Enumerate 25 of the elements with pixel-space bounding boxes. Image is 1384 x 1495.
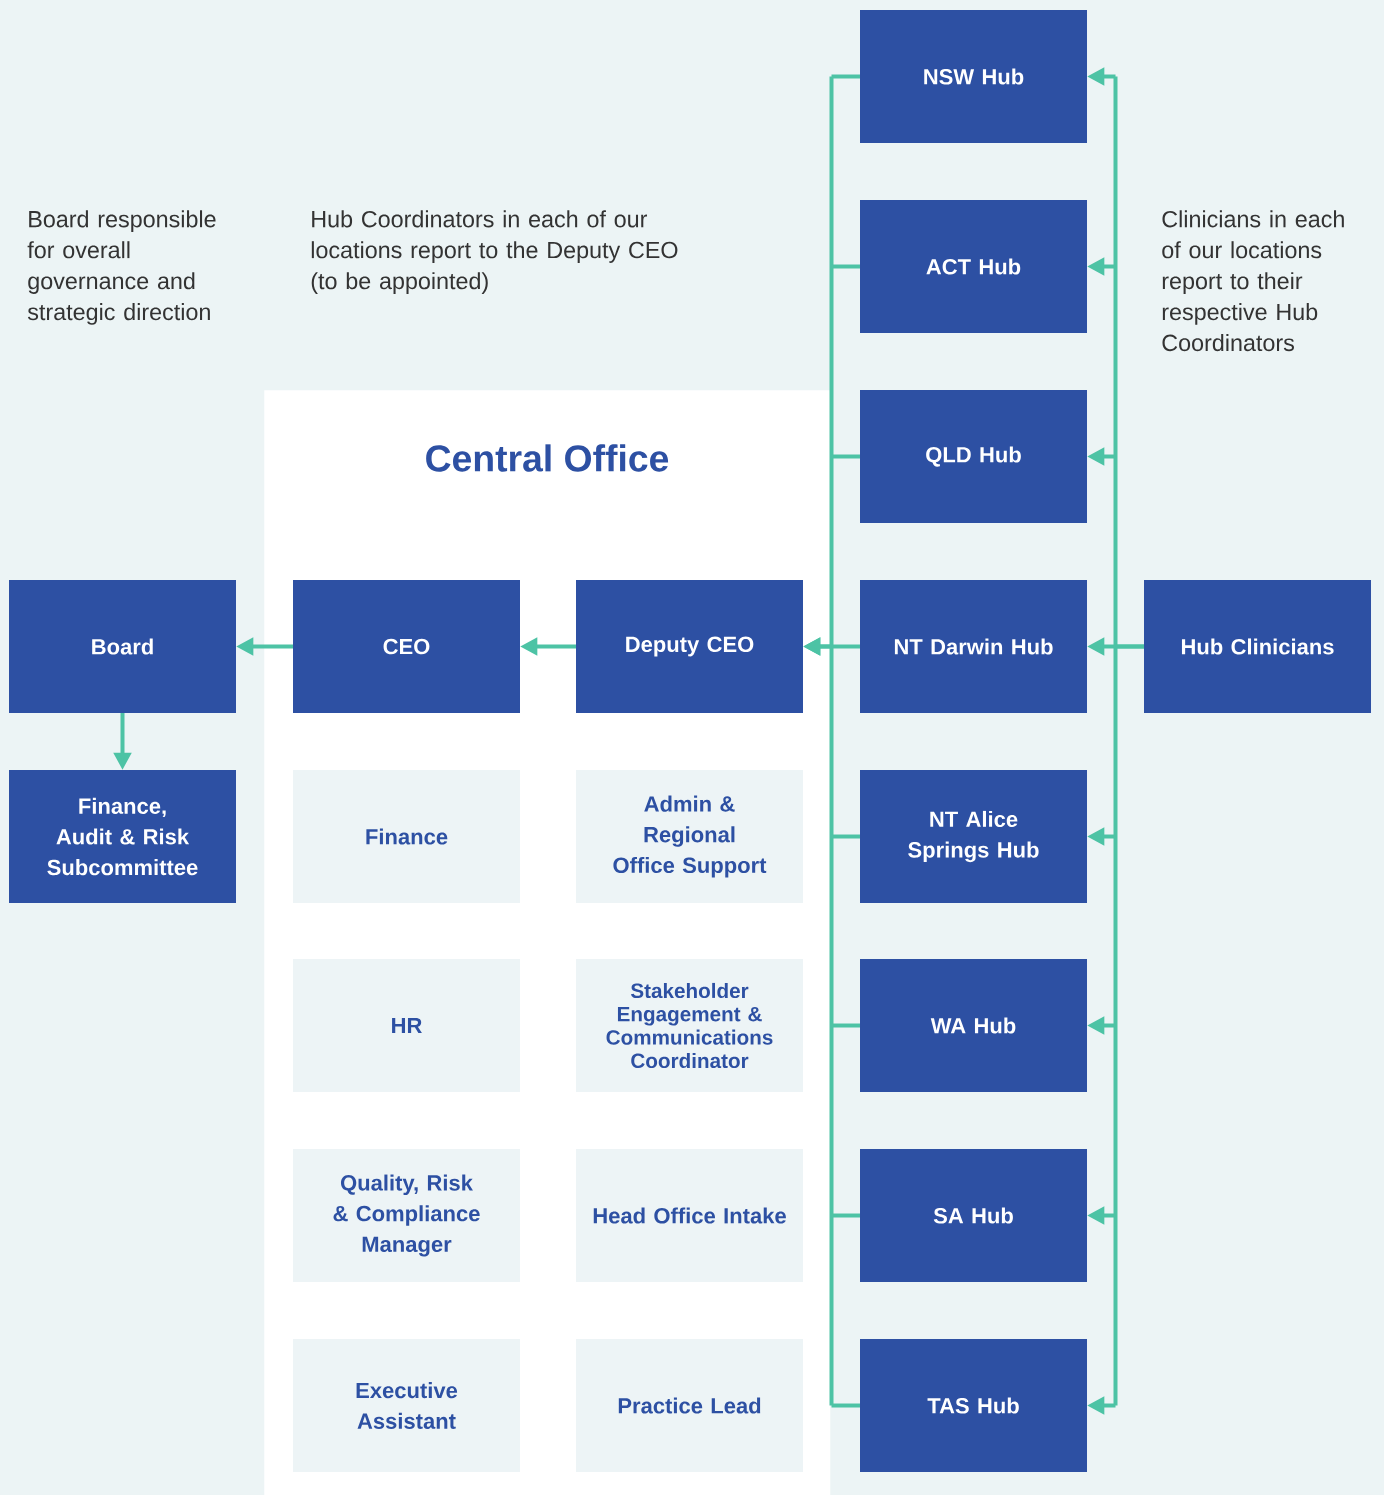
org-box: NT Darwin Hub	[860, 580, 1087, 713]
org-box: ACT Hub	[860, 200, 1087, 333]
panel-heading: Central Office	[426, 444, 669, 472]
org-box: SA Hub	[860, 1149, 1087, 1282]
org-box: NT Alice Springs Hub	[860, 770, 1087, 903]
office-box: Quality, Risk & Compliance Manager	[293, 1149, 520, 1282]
office-box: Finance	[293, 770, 520, 903]
org-box: TAS Hub	[860, 1339, 1087, 1472]
note-text: Board responsible for overall governance and strategic direction	[27, 210, 216, 325]
office-box: Admin & Regional Office Support	[576, 770, 803, 903]
org-box: Hub Clinicians	[1144, 580, 1371, 713]
office-box: HR	[293, 959, 520, 1092]
org-box: Finance, Audit & Risk Subcommittee	[9, 770, 236, 903]
office-box: Stakeholder Engagement & Communications Coordinator	[576, 959, 803, 1092]
org-box: WA Hub	[860, 959, 1087, 1092]
org-box: Board	[9, 580, 236, 713]
office-box: Executive Assistant	[293, 1339, 520, 1472]
office-box: Head Office Intake	[576, 1149, 803, 1282]
org-box: NSW Hub	[860, 10, 1087, 143]
org-box: Deputy CEO	[576, 580, 803, 713]
org-box: QLD Hub	[860, 390, 1087, 523]
note-text: Hub Coordinators in each of our locations report to the Deputy CEO (to be appointed)	[311, 210, 678, 294]
note-text: Clinicians in each of our locations report to their respective Hub Coordinators	[1162, 210, 1344, 352]
org-box: CEO	[293, 580, 520, 713]
office-box: Practice Lead	[576, 1339, 803, 1472]
